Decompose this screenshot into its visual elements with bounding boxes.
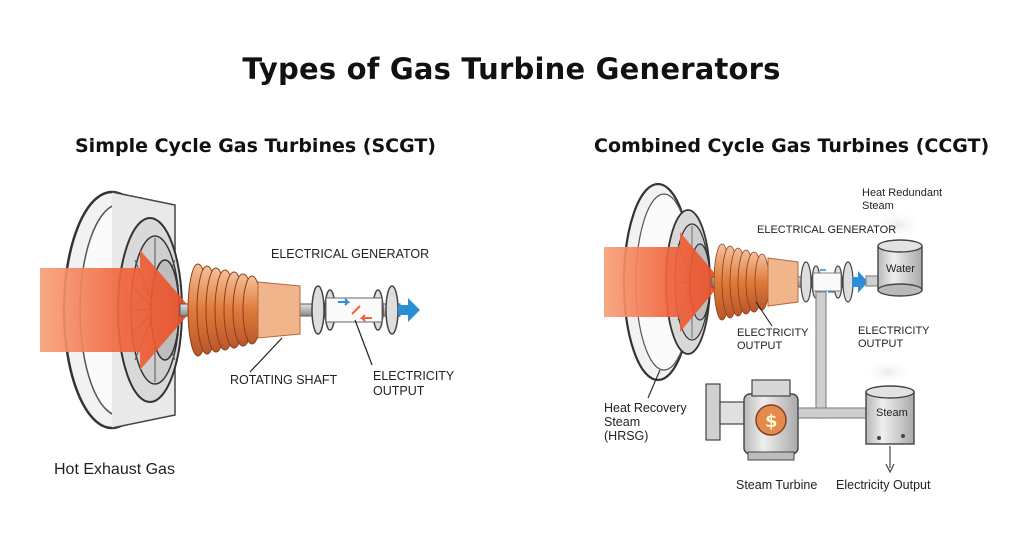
scgt-electricity-label: ELECTRICITY (373, 369, 455, 383)
scgt-generator-label: ELECTRICAL GENERATOR (271, 247, 429, 261)
ccgt-dollar-sign: $ (765, 411, 778, 432)
ccgt-gas-flow-arrow (604, 232, 722, 332)
scgt-generator-icon (311, 285, 399, 335)
scgt-gas-flow-arrow (40, 250, 192, 370)
ccgt-generator-icon (800, 261, 854, 303)
ccgt-electricity-right-label: ELECTRICITY (858, 325, 930, 337)
scgt-title: Simple Cycle Gas Turbines (SCGT) (75, 135, 436, 157)
scgt-shaft-label: ROTATING SHAFT (230, 373, 338, 387)
ccgt-steam-turbine-label: Steam Turbine (736, 478, 817, 492)
ccgt-heat-redundant-steam-label: Steam (862, 200, 894, 212)
ccgt-steam-tank (864, 358, 915, 474)
ccgt-compressor-icon (713, 243, 770, 321)
page-title: Types of Gas Turbine Generators (242, 52, 781, 86)
ccgt-title: Combined Cycle Gas Turbines (CCGT) (594, 135, 990, 157)
scgt-output-arrow (398, 298, 420, 322)
ccgt-leader-lines (647, 301, 773, 399)
scgt-internal-flow-arrows (338, 298, 372, 322)
ccgt-hrsg-label-3: (HRSG) (604, 429, 648, 443)
scgt-diagram: ELECTRICAL GENERATOR ROTATING SHAFT ELEC… (40, 190, 455, 478)
ccgt-hrsg-label-2: Steam (604, 415, 640, 429)
dollar-icon (755, 404, 787, 436)
scgt-leader-lines (249, 319, 373, 373)
ccgt-heat-redundant-label: Heat Redundant (862, 187, 942, 199)
ccgt-water-tank (872, 209, 924, 297)
scgt-output-label: OUTPUT (373, 384, 425, 398)
ccgt-electricity-output-label: Electricity Output (836, 478, 931, 492)
scgt-exhaust-label: Hot Exhaust Gas (54, 461, 175, 478)
ccgt-steam-turbine (705, 379, 799, 461)
ccgt-hrsg-label-1: Heat Recovery (604, 401, 687, 415)
ccgt-output-arrow (852, 271, 868, 293)
ccgt-output-right-label: OUTPUT (858, 338, 904, 350)
ccgt-output-left-label: OUTPUT (737, 340, 783, 352)
ccgt-steam-label: Steam (876, 407, 908, 419)
ccgt-generator-label: ELECTRICAL GENERATOR (757, 224, 896, 236)
scgt-compressor-icon (187, 263, 262, 357)
ccgt-electricity-left-label: ELECTRICITY (737, 327, 809, 339)
ccgt-water-label: Water (886, 263, 915, 275)
scgt-turbine-casing (257, 281, 301, 339)
ccgt-diagram: Heat Redundant Steam ELECTRICAL GENERATO… (604, 182, 942, 492)
ccgt-turbine-casing (767, 257, 799, 307)
